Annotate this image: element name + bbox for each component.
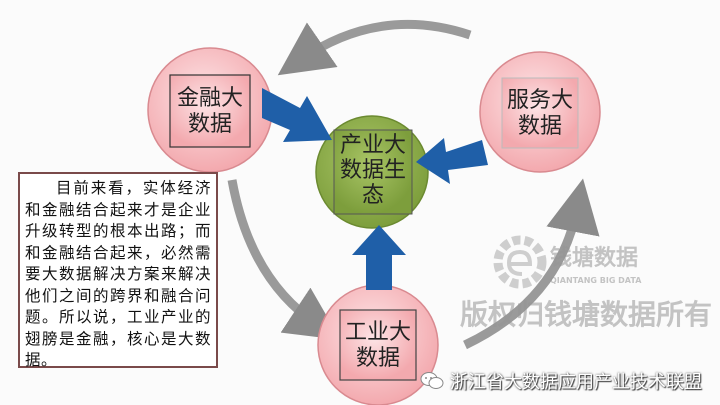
cycle-arrow-top <box>277 19 472 76</box>
watermark-logo-sub: QIANTANG BIG DATA <box>550 276 642 285</box>
watermark-logo-icon <box>493 235 547 289</box>
wechat-icon <box>420 372 444 389</box>
service-node <box>479 51 601 173</box>
arrow-finance-to-center <box>262 88 332 142</box>
cycle-arrow-left <box>227 179 341 340</box>
footer-account: 浙江省大数据应用产业技术联盟 <box>420 368 702 394</box>
service-node-label: 服务大 数据 <box>502 88 578 140</box>
arrow-industry-to-center <box>352 225 406 290</box>
center-node <box>315 115 429 229</box>
cycle-arrow-right <box>463 178 600 350</box>
center-node-label: 产业大 数据生 态 <box>334 133 412 208</box>
industry-node-label: 工业大 数据 <box>340 320 416 372</box>
industry-node-text: 工业大 数据 <box>344 320 411 371</box>
service-node-text: 服务大 数据 <box>506 88 573 139</box>
industry-node <box>317 284 439 405</box>
footer-label: 浙江省大数据应用产业技术联盟 <box>450 372 702 393</box>
description-textbox: 目前来看，实体经济和金融结合起来才是企业升级转型的根本出路；而和金融结合起来，必… <box>18 172 218 369</box>
watermark-logo-text: 钱塘数据 <box>550 246 639 271</box>
center-node-text: 产业大 数据生 态 <box>339 133 406 208</box>
watermark-copyright: 版权归钱塘数据所有 <box>460 298 713 331</box>
finance-node-label: 金融大 数据 <box>170 86 250 138</box>
arrow-service-to-center <box>416 138 488 184</box>
finance-node-text: 金融大 数据 <box>176 86 243 137</box>
